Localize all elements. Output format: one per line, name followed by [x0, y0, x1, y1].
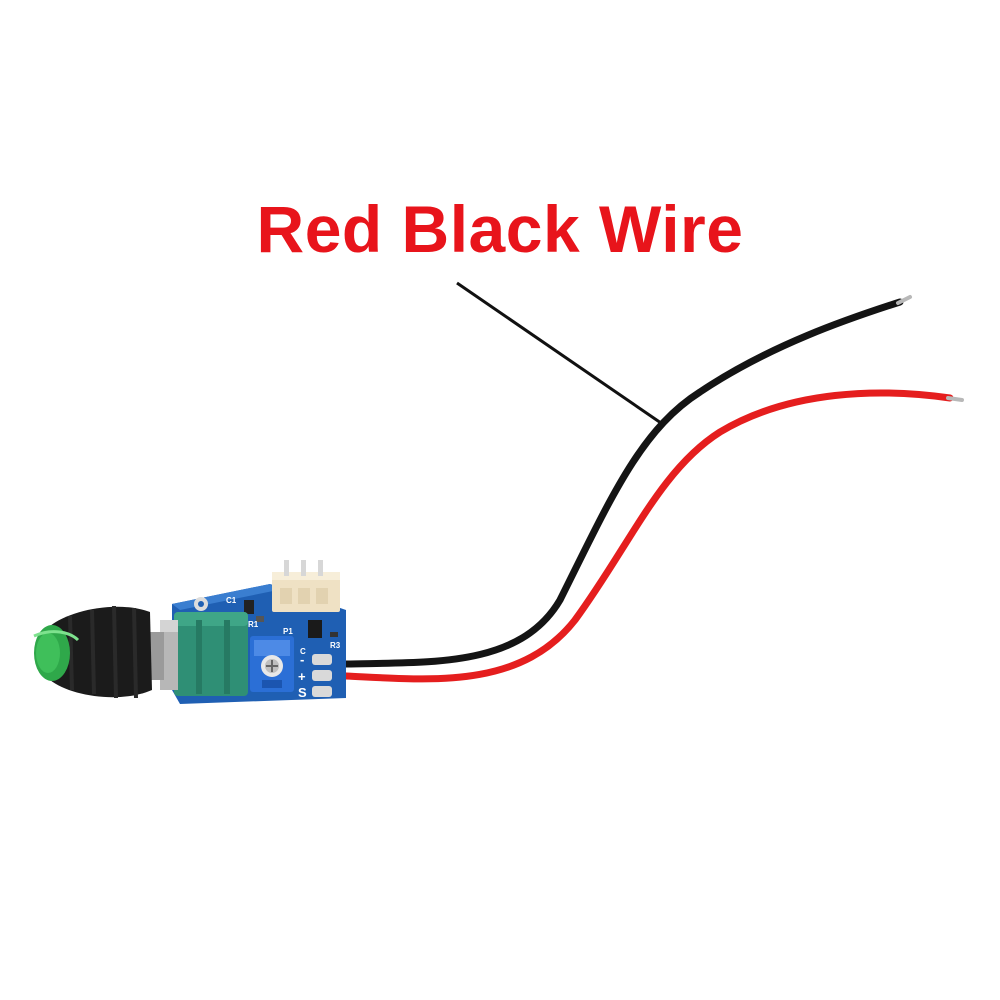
silk-c1: C1: [226, 596, 237, 605]
knob[interactable]: [33, 605, 152, 699]
smd-resistor: [330, 632, 338, 637]
callout-label: Red Black Wire: [256, 192, 744, 266]
silk-r1: R1: [248, 620, 259, 629]
black-wire-tip: [896, 295, 912, 305]
red-wire-tip: [946, 396, 964, 402]
silk-c: C: [300, 647, 306, 656]
smd-chip: [256, 616, 264, 622]
pin-label-plus: +: [298, 669, 306, 684]
silk-r3: R3: [330, 641, 341, 650]
solder-pad-s: [312, 686, 332, 697]
rotary-potentiometer: [148, 612, 248, 696]
pin-label-minus: -: [300, 652, 304, 667]
red-wire: [342, 389, 954, 683]
smd-chip: [244, 600, 254, 614]
black-wire: [342, 298, 904, 668]
solder-pad-minus: [312, 654, 332, 665]
pin-label-s: S: [298, 685, 307, 700]
trimmer-potentiometer: [250, 636, 294, 692]
smd-transistor: [308, 620, 322, 638]
silk-p1: P1: [283, 627, 293, 636]
fan-connector: [272, 560, 340, 612]
callout-pointer-line: [456, 281, 662, 425]
solder-pad-plus: [312, 670, 332, 681]
